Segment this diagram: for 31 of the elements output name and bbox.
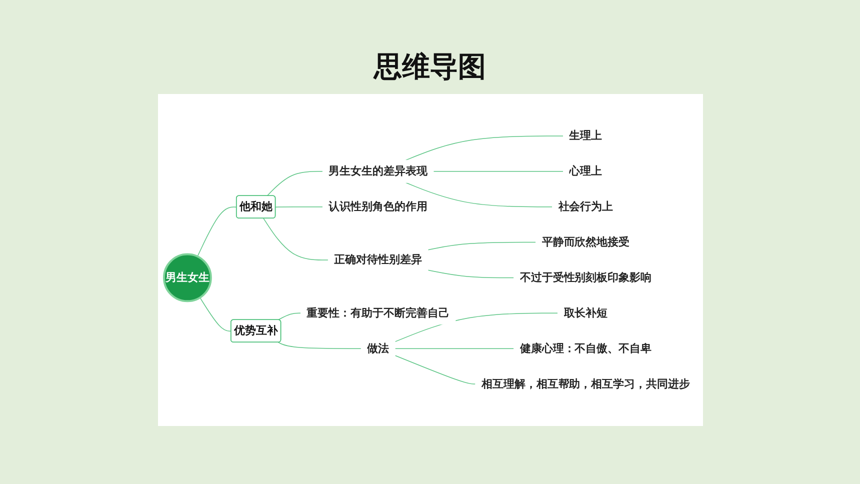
node-text: 取长补短 xyxy=(564,306,608,320)
connector xyxy=(405,182,553,208)
node-text: 重要性：有助于不断完善自己 xyxy=(306,306,450,320)
node-text: 心理上 xyxy=(569,165,602,178)
node-text: 社会行为上 xyxy=(558,200,614,214)
connector xyxy=(433,171,564,172)
node-text: 做法 xyxy=(367,342,390,355)
connector xyxy=(394,348,514,349)
connector xyxy=(263,218,329,260)
connector xyxy=(278,312,302,320)
node-text: 生理上 xyxy=(569,130,602,142)
connector xyxy=(428,270,514,278)
node-text: 不过于受性别刻板印象影响 xyxy=(520,271,652,284)
node-text: 相互理解，相互帮助，相互学习，共同进步 xyxy=(481,378,690,390)
title: 思维导图 xyxy=(372,49,487,85)
connector xyxy=(200,297,232,332)
node-text: 健康心理：不自傲、不自卑 xyxy=(520,342,652,355)
connector xyxy=(278,342,362,349)
connector xyxy=(394,312,558,342)
connector xyxy=(394,355,476,384)
connector xyxy=(405,136,564,161)
connector xyxy=(197,206,237,257)
node-text: 平静而欣然地接受 xyxy=(542,236,630,249)
node-text: 男生女生的差异表现 xyxy=(328,165,428,178)
connector xyxy=(266,171,324,196)
node-circle xyxy=(163,253,212,302)
connector xyxy=(428,242,536,250)
node-text: 正确对待性别差异 xyxy=(334,254,422,266)
connector xyxy=(275,206,324,208)
node-text: 认识性别角色的作用 xyxy=(328,200,428,214)
diagram-panel: 男生女生 他和她 优势互补 男生女生的差异表现 认识性别角色的作用 正确对待性别差异 重要性：有助于不断完善自己 做法 生理上 心理上 社会行为上 平静而欣然地接受 不过于受性别刻板印象影响 取长补短 健康心理：不自傲、不自卑 相互理解，相互帮助，相互学习，共同进步 xyxy=(158,94,702,426)
